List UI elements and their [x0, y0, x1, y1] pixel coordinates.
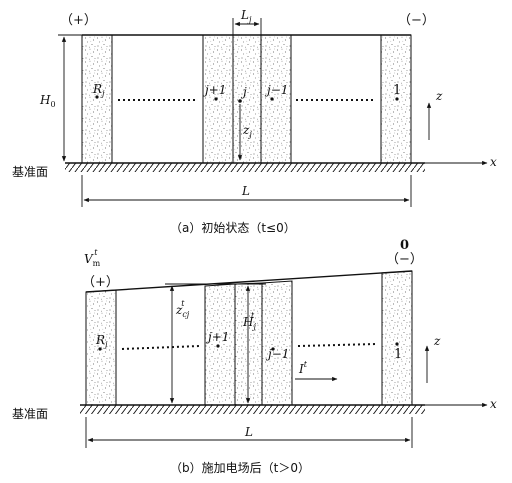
point-j-minus-1-b [271, 347, 275, 351]
minus-label-a: （−） [398, 13, 435, 28]
column-j-plus-1-b [204, 283, 236, 406]
datum-label-b: 基准面 [12, 407, 48, 421]
label-j-plus-1-a: j+1 [202, 83, 226, 97]
point-j-a [238, 99, 242, 103]
dotted-connector-right-b [297, 343, 378, 347]
l-label-b: L [244, 425, 253, 439]
column-rj-a [81, 34, 113, 164]
column-j-minus-1-a [260, 34, 292, 164]
label-1-a: 1 [393, 83, 401, 98]
it-label: It [298, 360, 308, 376]
plus-label-b: （+） [82, 275, 119, 290]
label-j-minus-1-b: j−1 [265, 347, 289, 361]
panel-a: x z H0 （+） （−） Lj Rj j+1 j j−1 1 zj [12, 8, 497, 235]
column-j-plus-1-a [202, 34, 234, 164]
point-1-b [395, 342, 399, 346]
column-rj-b [85, 289, 117, 406]
point-rj-b [98, 347, 102, 351]
label-1-b: 1 [394, 347, 402, 362]
x-axis-label-a: x [490, 155, 497, 169]
vm-label: Vmt [84, 248, 101, 268]
label-rj-b: Rj [95, 333, 108, 349]
minus-label-b: （−） [386, 252, 423, 267]
plus-label-a: （+） [60, 13, 97, 28]
column-j-a [232, 34, 262, 164]
zero-label: 0 [400, 238, 409, 253]
point-rj-a [95, 95, 99, 99]
zj-label: zj [242, 123, 252, 139]
column-j-minus-1-b [261, 280, 293, 406]
z-axis-label-b: z [433, 334, 441, 348]
ground-b [80, 405, 425, 414]
sloped-surface-b [85, 270, 413, 293]
ground-a [65, 163, 425, 172]
label-rj-a: Rj [92, 82, 105, 98]
dotted-connector-left-b [121, 345, 201, 350]
x-axis-label-b: x [490, 397, 497, 411]
column-1-b [381, 270, 413, 406]
label-j-minus-1-a: j−1 [264, 83, 288, 97]
datum-label-a: 基准面 [12, 165, 48, 179]
point-j-minus-1-a [270, 97, 274, 101]
label-j-plus-1-b: j+1 [205, 330, 229, 344]
lj-label: Lj [240, 8, 252, 24]
l-label-a: L [241, 184, 250, 198]
caption-b: （b）施加电场后（t＞0） [170, 461, 310, 475]
column-j-b [234, 282, 263, 406]
label-j-a: j [240, 85, 247, 99]
z-axis-label-a: z [435, 89, 443, 103]
zcj-label: zcjt [175, 299, 190, 319]
caption-a: （a）初始状态（t≤0） [170, 221, 296, 235]
point-j-plus-1-b [216, 344, 220, 348]
panel-b: x z Vmt 0 （+） （−） zcjt Hjt Rj j+1 j−1 1 … [12, 238, 497, 475]
point-j-plus-1-a [214, 97, 218, 101]
h0-label: H0 [39, 93, 56, 109]
point-1-a [395, 97, 399, 101]
hj-label: Hjt [242, 311, 256, 331]
